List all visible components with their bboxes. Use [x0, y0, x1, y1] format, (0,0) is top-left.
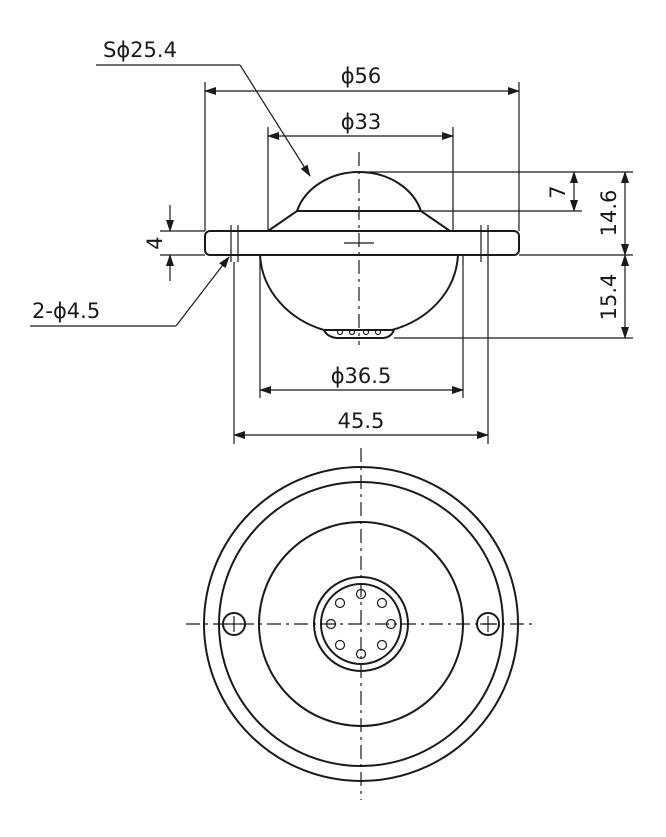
leader-line: [239, 64, 311, 177]
leader-line: [175, 256, 230, 327]
dim-label-cap-height: 7: [546, 185, 570, 198]
bottom-dot: [362, 328, 370, 336]
cover-trapezoid: [267, 210, 451, 232]
side-view: [204, 152, 520, 345]
dim-label-bottom-height: 15.4: [597, 274, 621, 321]
vent-hole: [334, 639, 346, 651]
dim-label-top-dia: ϕ33: [341, 110, 382, 134]
flange: [204, 230, 520, 256]
dim-right: 7 14.6 15.4: [362, 171, 633, 339]
vent-hole: [355, 648, 367, 660]
bottom-segment: [323, 329, 395, 339]
vent-hole: [376, 639, 388, 651]
dim-flange-dia: ϕ56: [204, 64, 520, 231]
vent-hole: [385, 618, 397, 630]
dim-label-flange-thk: 4: [143, 236, 167, 249]
dim-label-body-dia: ϕ36.5: [331, 364, 392, 388]
label-sphere: Sϕ25.4: [103, 38, 177, 62]
bolt-hole-right: [476, 612, 500, 636]
top-dia-circle: [258, 521, 464, 727]
bottom-dot: [336, 328, 344, 336]
lower-body: [259, 254, 459, 331]
flange-inner-circle: [218, 481, 504, 767]
bottom-dot: [348, 328, 356, 336]
dim-label-top-height: 14.6: [597, 190, 621, 237]
label-holes: 2-ϕ4.5: [32, 299, 100, 323]
vent-hole: [376, 597, 388, 609]
leader-sphere: Sϕ25.4: [96, 38, 311, 177]
ball-vent-holes: [325, 588, 397, 660]
cup-inner-circle: [320, 583, 402, 665]
dim-body-dia: ϕ36.5: [259, 255, 464, 398]
vent-hole: [325, 618, 337, 630]
dim-top-dia: ϕ33: [267, 110, 454, 231]
leader-holes: 2-ϕ4.5: [30, 256, 230, 327]
cup-outer-circle: [313, 576, 409, 672]
dim-label-pitch: 45.5: [338, 409, 385, 433]
dim-pitch: 45.5: [233, 262, 489, 444]
dim-label-flange-dia: ϕ56: [341, 64, 382, 88]
vent-hole: [355, 588, 367, 600]
outer-flange-circle: [203, 466, 519, 782]
vent-hole: [334, 597, 346, 609]
ball-top: [296, 170, 422, 212]
top-view: [186, 448, 536, 800]
bottom-dot: [374, 328, 382, 336]
dim-flange-thk: 4: [143, 205, 205, 281]
bolt-hole-left: [222, 612, 246, 636]
